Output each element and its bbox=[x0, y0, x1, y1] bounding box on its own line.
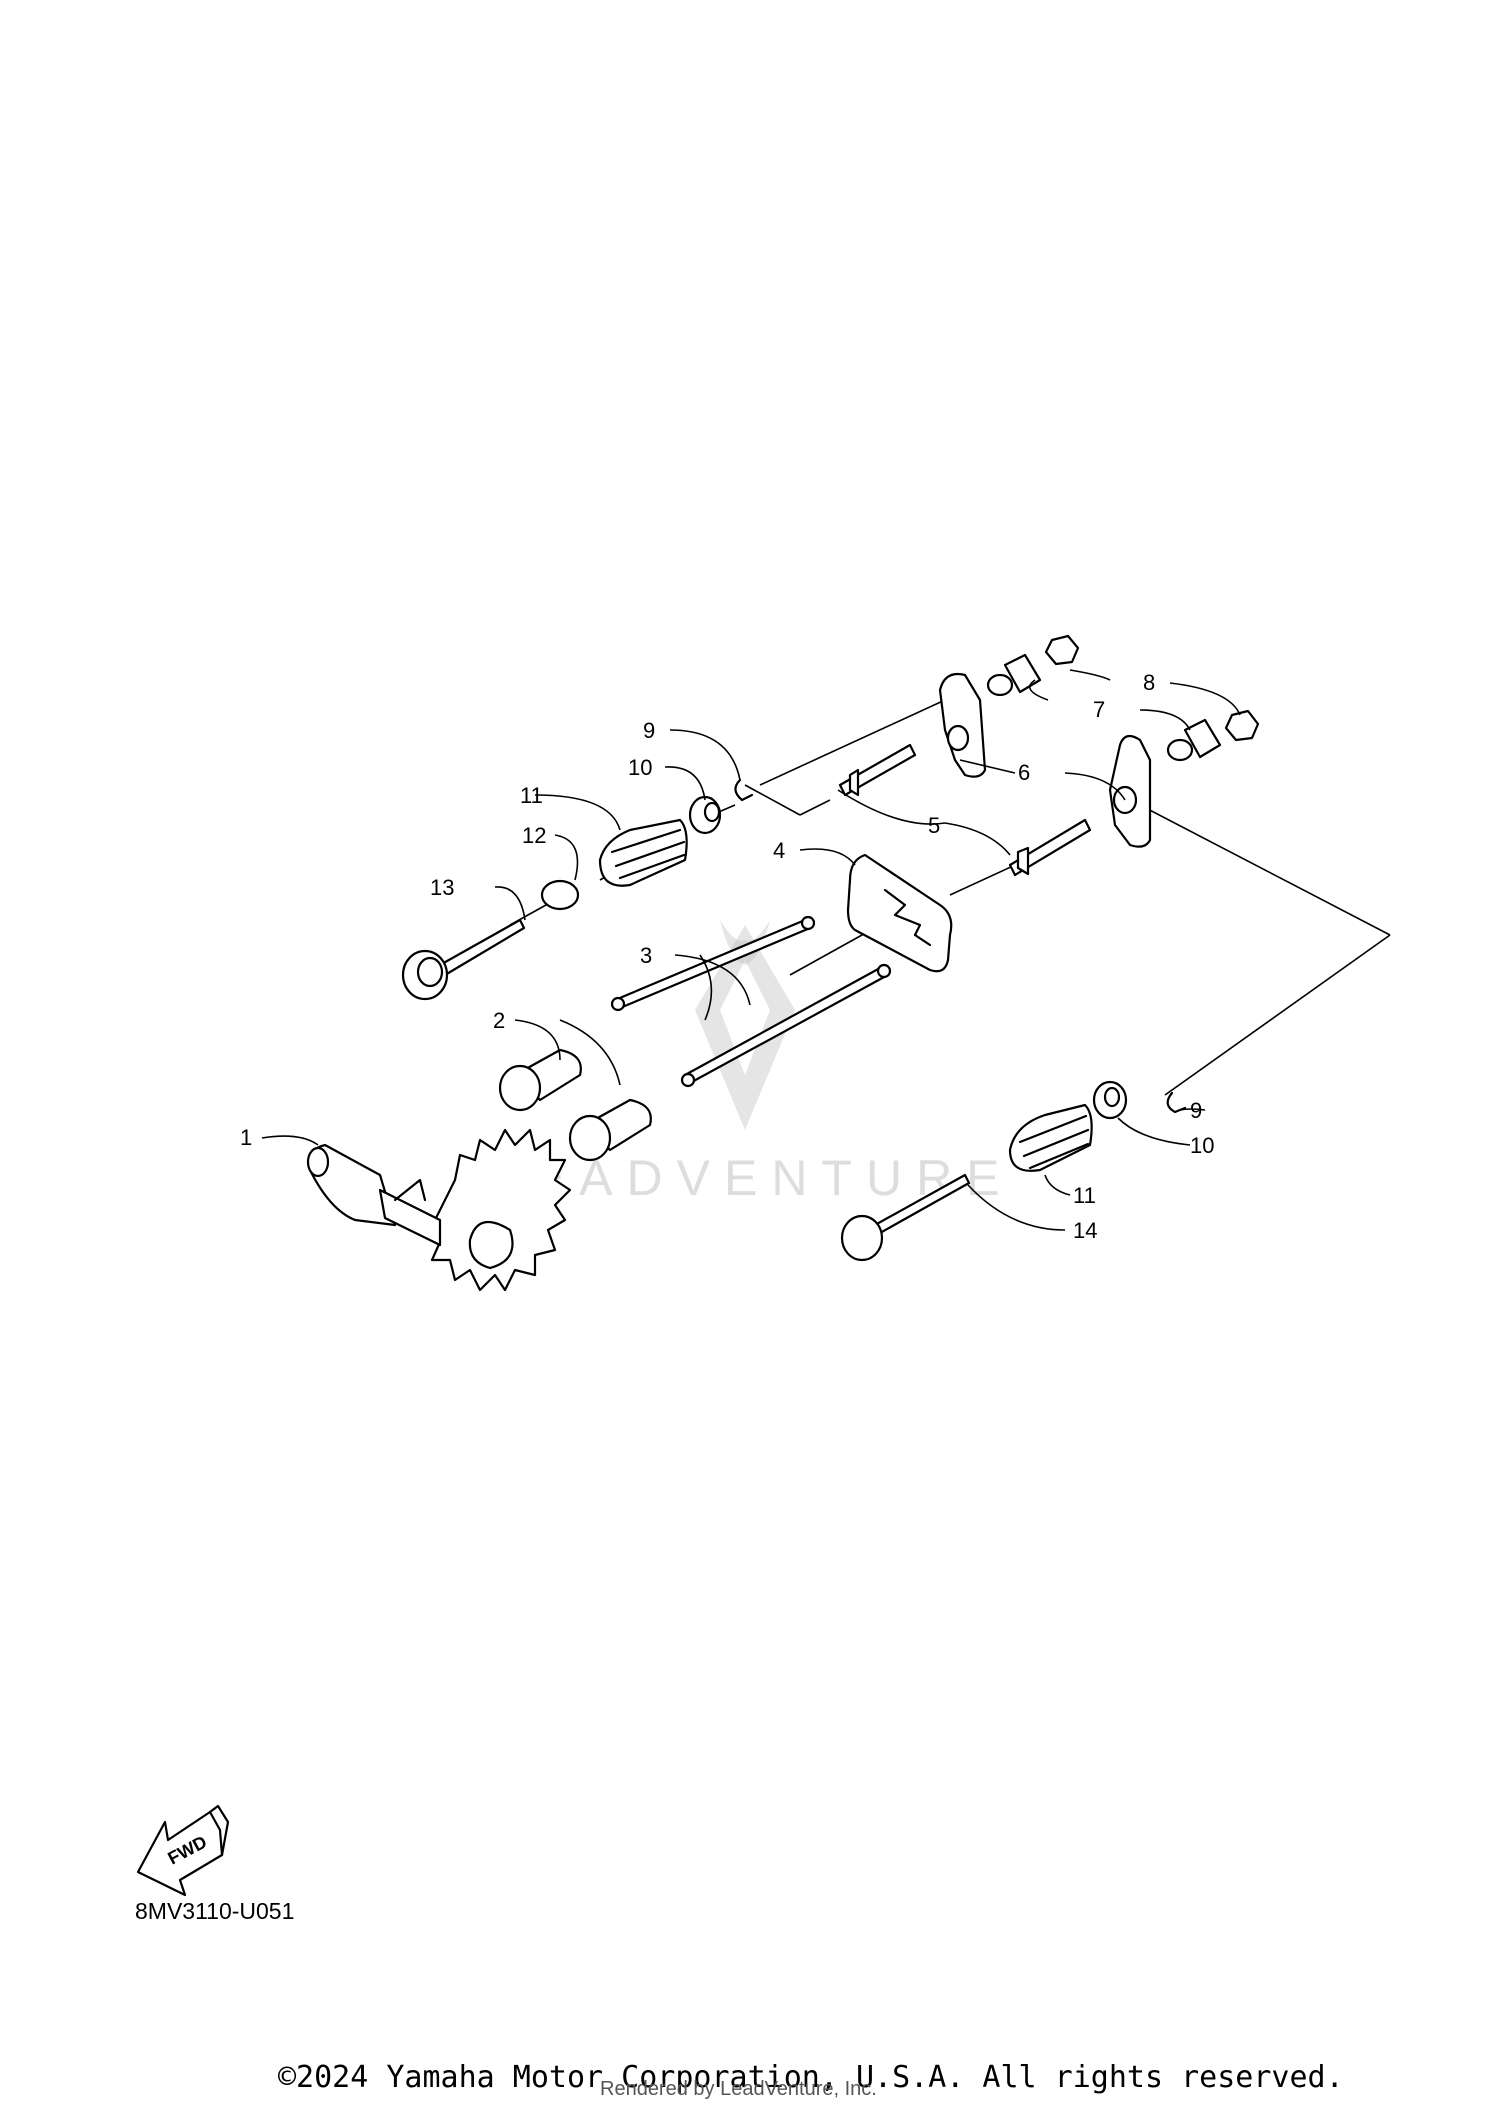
callout-1: 1 bbox=[240, 1125, 252, 1150]
callout-leaders bbox=[261, 669, 1241, 1231]
callout-labels: 1 2 3 4 5 6 7 8 9 10 11 12 13 9 10 11 14 bbox=[240, 670, 1214, 1243]
callout-9-upper: 9 bbox=[643, 718, 655, 743]
diagram-code: 8MV3110-U051 bbox=[135, 1898, 295, 1924]
leadventure-watermark: LEADVENTURE bbox=[490, 920, 1014, 1206]
callout-7: 7 bbox=[1093, 697, 1105, 722]
push-rod-guide-plate bbox=[846, 853, 953, 973]
intake-valve bbox=[401, 918, 526, 1001]
callout-10-lower: 10 bbox=[1190, 1133, 1214, 1158]
callout-13: 13 bbox=[430, 875, 454, 900]
callout-3: 3 bbox=[640, 943, 652, 968]
exhaust-valve bbox=[840, 1173, 971, 1262]
camshaft-gear bbox=[306, 1128, 572, 1292]
watermark-text: LEADVENTURE bbox=[490, 1150, 1014, 1206]
callout-11-lower: 11 bbox=[1073, 1183, 1096, 1208]
callout-11-upper: 11 bbox=[520, 783, 543, 808]
callout-4: 4 bbox=[773, 838, 785, 863]
callout-2: 2 bbox=[493, 1008, 505, 1033]
rocker-arms bbox=[938, 672, 1152, 848]
callout-12: 12 bbox=[522, 823, 546, 848]
rendered-by-notice: Rendered by LeadVenture, Inc. bbox=[600, 2078, 877, 2100]
valve-components-upper bbox=[540, 778, 754, 911]
copyright-notice: ©2024 Yamaha Motor Corporation, U.S.A. A… bbox=[278, 2060, 1344, 2095]
lock-nuts bbox=[1044, 634, 1260, 742]
callout-6: 6 bbox=[1018, 760, 1030, 785]
callout-14: 14 bbox=[1073, 1218, 1097, 1243]
callout-8: 8 bbox=[1143, 670, 1155, 695]
callout-5: 5 bbox=[928, 813, 940, 838]
callout-9-lower: 9 bbox=[1190, 1098, 1202, 1123]
valve-components-lower bbox=[1008, 1080, 1187, 1172]
rocker-pivots bbox=[986, 653, 1222, 762]
rocker-arm-studs bbox=[838, 743, 1092, 877]
forward-arrow-icon: FWD bbox=[136, 1804, 230, 1897]
valve-lifters bbox=[498, 1048, 652, 1162]
push-rods bbox=[610, 915, 892, 1088]
callout-10-upper: 10 bbox=[628, 755, 652, 780]
